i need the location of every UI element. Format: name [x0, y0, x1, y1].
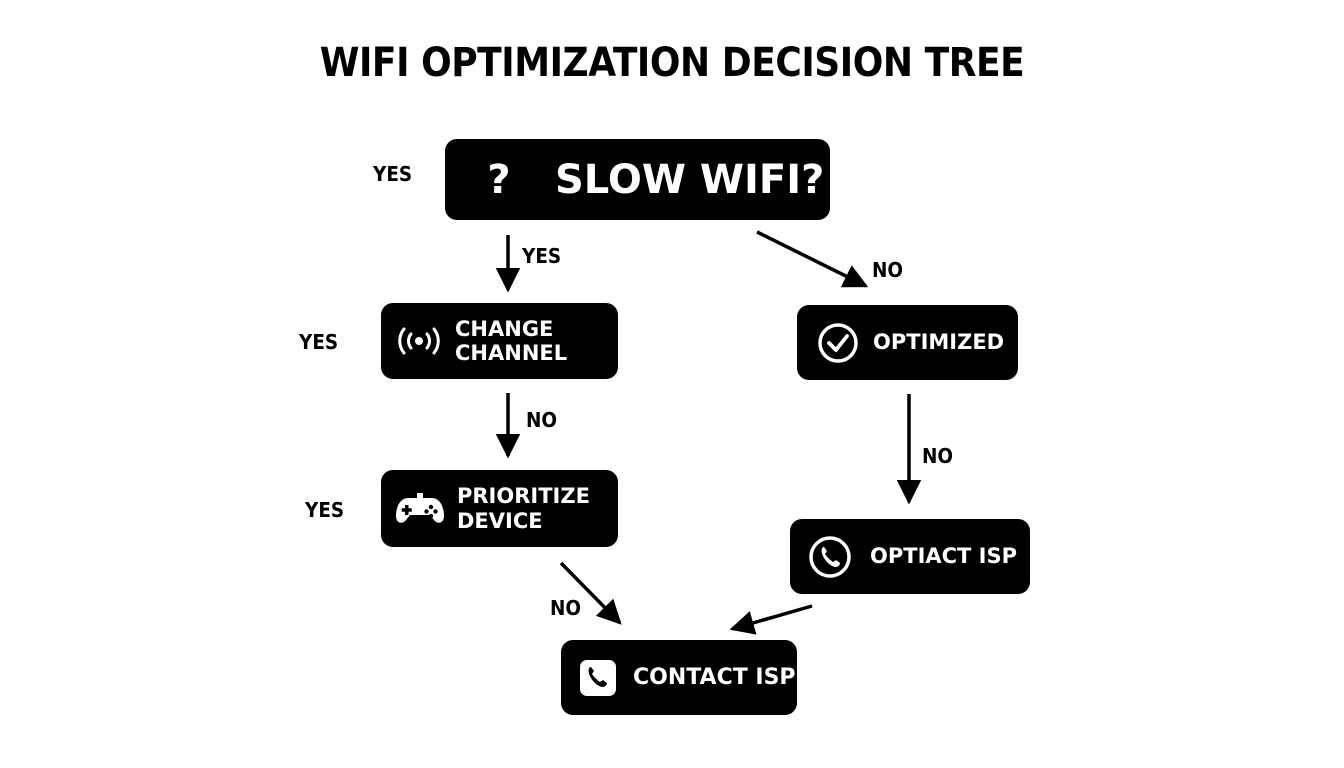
node-change-channel-label: CHANGE CHANNEL — [455, 317, 567, 365]
edge-start-to-optimized — [756, 230, 869, 288]
node-change-channel: CHANGE CHANNEL — [381, 303, 618, 379]
check-circle-icon — [815, 321, 861, 365]
node-change-channel-line2: CHANNEL — [455, 341, 568, 365]
edge-optiact-to-contact — [729, 604, 813, 635]
node-contact-isp: CONTACT ISP — [561, 640, 797, 715]
edge-label-optimized-to-optiact: NO — [922, 444, 954, 468]
node-contact-isp-label: CONTACT ISP — [633, 664, 796, 690]
node-prioritize-device-line1: PRIORITIZE — [457, 484, 590, 509]
edge-prioritize-to-contact — [559, 561, 622, 625]
edge-label-prioritize-to-contact: NO — [550, 596, 582, 620]
node-slow-wifi-label: SLOW WIFI? — [555, 156, 825, 203]
node-prioritize-device: PRIORITIZE DEVICE — [381, 470, 618, 547]
side-label-prioritize-device: YES — [305, 498, 345, 522]
side-label-change-channel: YES — [299, 330, 339, 354]
side-label-start: YES — [373, 162, 413, 186]
diagram-title: WIFI OPTIMIZATION DECISION TREE — [319, 40, 1025, 86]
edge-label-change-channel-to-prioritize: NO — [526, 408, 558, 432]
node-optimized: OPTIMIZED — [797, 305, 1018, 380]
node-change-channel-line1: CHANGE — [455, 316, 554, 341]
gamepad-icon — [393, 489, 447, 529]
phone-square-icon — [579, 659, 617, 697]
node-prioritize-device-label: PRIORITIZE DEVICE — [457, 484, 590, 532]
node-prioritize-device-line2: DEVICE — [457, 508, 543, 533]
question-icon: ? — [487, 156, 511, 203]
wifi-signal-icon — [393, 326, 445, 356]
node-slow-wifi: ? SLOW WIFI? — [445, 139, 830, 220]
node-optiact-isp-label: OPTIACT ISP — [870, 544, 1018, 569]
edge-label-start-to-change-channel: YES — [522, 244, 562, 268]
phone-circle-icon — [806, 534, 854, 580]
edge-label-start-to-optimized: NO — [872, 258, 904, 282]
node-optiact-isp: OPTIACT ISP — [790, 519, 1030, 594]
node-optimized-label: OPTIMIZED — [873, 330, 1005, 355]
